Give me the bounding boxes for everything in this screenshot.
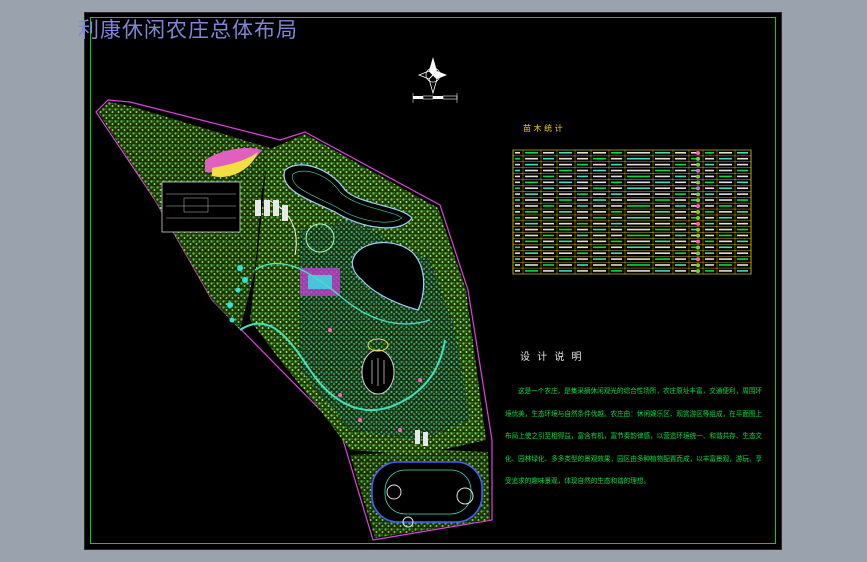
lake-north [283, 164, 413, 229]
drawing-title: 利康休闲农庄总体布局 [78, 18, 298, 42]
scale-bar [412, 93, 458, 103]
flower-bed [205, 148, 262, 173]
parking-stalls [166, 193, 236, 219]
farm-buildings [255, 200, 428, 446]
main-road [239, 322, 446, 411]
drawing-border [90, 17, 776, 544]
lake-east [351, 241, 425, 311]
parking-lot [161, 181, 241, 233]
design-notes-title: 设 计 说 明 [520, 352, 584, 363]
north-arrow-icon [417, 57, 447, 95]
plant-schedule-title: 苗 木 统 计 [523, 124, 563, 133]
design-notes-text: 这是一个农庄，是集采摘休闲观光的综合性场所，农庄原址丰富，交通便利，周围环境优美… [505, 387, 763, 485]
